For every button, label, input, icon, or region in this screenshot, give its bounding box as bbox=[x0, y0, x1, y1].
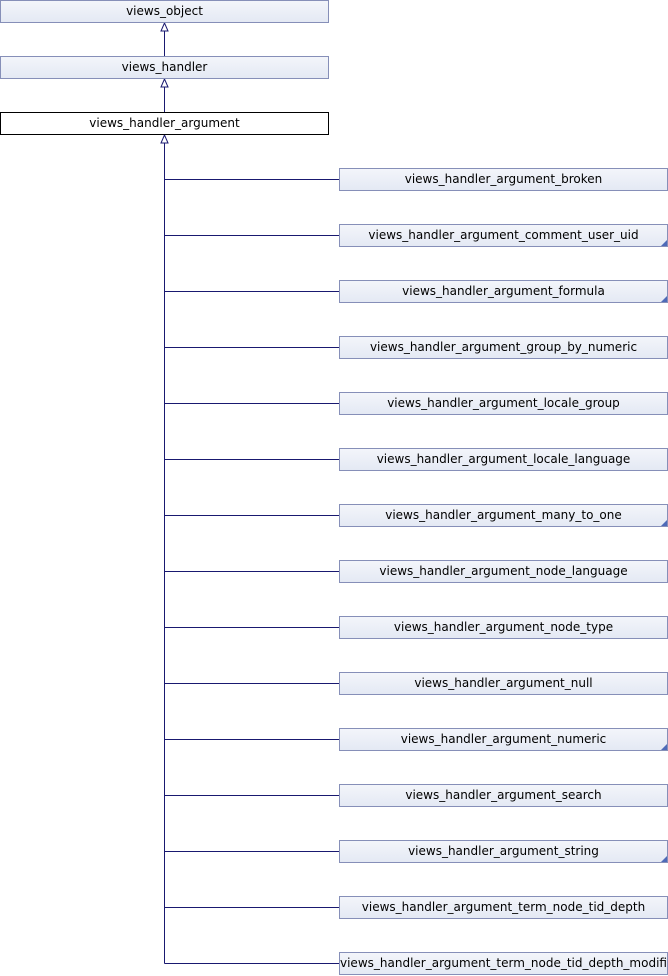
node-subclass[interactable]: views_handler_argument_node_language bbox=[339, 560, 668, 583]
node-label: views_handler_argument_many_to_one bbox=[385, 508, 622, 522]
node-label: views_handler_argument_node_language bbox=[379, 564, 628, 578]
node-subclass[interactable]: views_handler_argument_broken bbox=[339, 168, 668, 191]
node-label: views_handler_argument_string bbox=[408, 844, 599, 858]
node-label: views_handler_argument_locale_group bbox=[387, 396, 620, 410]
node-label: views_handler_argument_null bbox=[414, 676, 593, 690]
expand-corner-icon bbox=[661, 744, 667, 750]
node-subclass[interactable]: views_handler_argument_term_node_tid_dep… bbox=[339, 952, 668, 975]
node-label: views_handler_argument_node_type bbox=[393, 620, 614, 634]
node-label: views_handler_argument_term_node_tid_dep… bbox=[361, 900, 646, 914]
node-subclass[interactable]: views_handler_argument_comment_user_uid bbox=[339, 224, 668, 247]
node-subclass[interactable]: views_handler_argument_string bbox=[339, 840, 668, 863]
expand-corner-icon bbox=[661, 296, 667, 302]
node-subclass[interactable]: views_handler_argument_locale_language bbox=[339, 448, 668, 471]
node-subclass[interactable]: views_handler_argument_numeric bbox=[339, 728, 668, 751]
node-subclass[interactable]: views_handler_argument_formula bbox=[339, 280, 668, 303]
node-label: views_handler_argument_comment_user_uid bbox=[368, 228, 639, 242]
node-views-object[interactable]: views_object bbox=[0, 0, 329, 23]
node-views-handler-argument: views_handler_argument bbox=[0, 112, 329, 135]
node-subclass[interactable]: views_handler_argument_node_type bbox=[339, 616, 668, 639]
node-subclass[interactable]: views_handler_argument_many_to_one bbox=[339, 504, 668, 527]
inheritance-arrow-icon bbox=[160, 21, 169, 32]
expand-corner-icon bbox=[661, 240, 667, 246]
node-label: views_handler_argument_numeric bbox=[400, 732, 607, 746]
expand-corner-icon bbox=[661, 856, 667, 862]
node-subclass[interactable]: views_handler_argument_locale_group bbox=[339, 392, 668, 415]
node-label: views_handler_argument_search bbox=[405, 788, 602, 802]
node-label: views_handler_argument bbox=[89, 116, 240, 130]
node-label: views_handler bbox=[121, 60, 208, 74]
node-label: views_handler_argument_broken bbox=[404, 172, 603, 186]
inheritance-arrow-icon bbox=[160, 77, 169, 88]
node-subclass[interactable]: views_handler_argument_term_node_tid_dep… bbox=[339, 896, 668, 919]
node-views-handler[interactable]: views_handler bbox=[0, 56, 329, 79]
expand-corner-icon bbox=[661, 520, 667, 526]
node-label: views_handler_argument_formula bbox=[402, 284, 605, 298]
node-label: views_handler_argument_term_node_tid_dep… bbox=[340, 956, 668, 970]
node-label: views_object bbox=[126, 4, 203, 18]
node-subclass[interactable]: views_handler_argument_search bbox=[339, 784, 668, 807]
node-subclass[interactable]: views_handler_argument_null bbox=[339, 672, 668, 695]
node-subclass[interactable]: views_handler_argument_group_by_numeric bbox=[339, 336, 668, 359]
inheritance-arrow-icon bbox=[160, 133, 169, 144]
node-label: views_handler_argument_group_by_numeric bbox=[369, 340, 638, 354]
node-label: views_handler_argument_locale_language bbox=[376, 452, 631, 466]
